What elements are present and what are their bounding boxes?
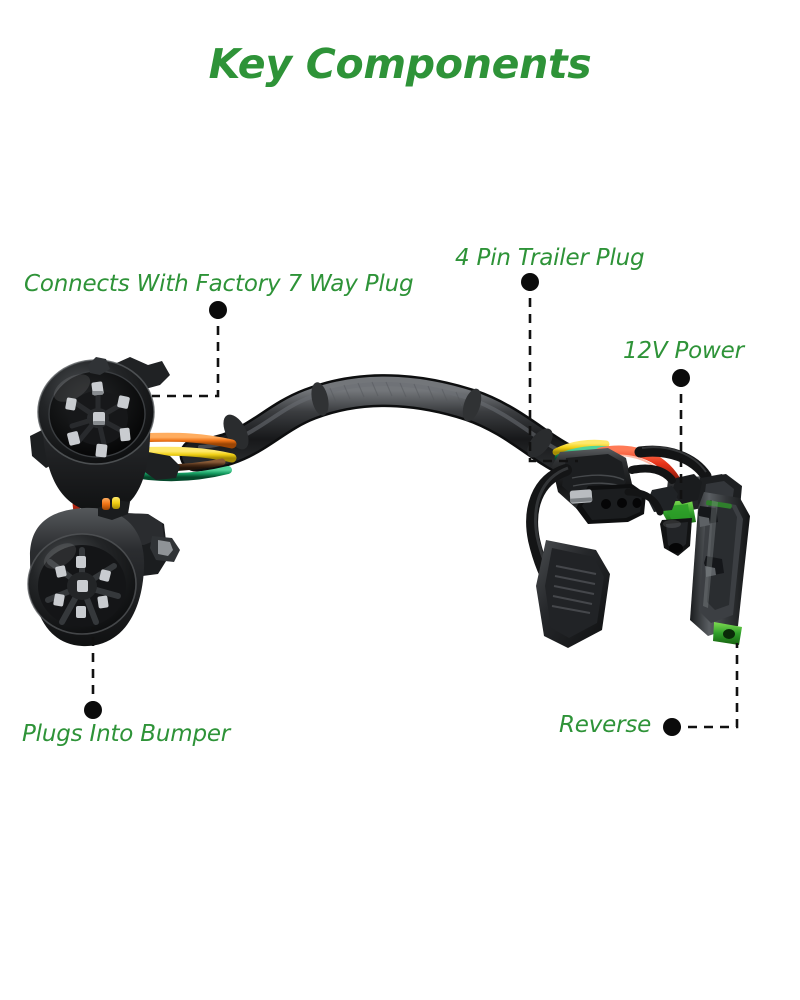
callout-label-12v-power: 12V Power [623,338,744,364]
page-title: Key Components [208,40,592,88]
round-7way-male-plug [27,497,180,647]
reverse-connector [634,445,750,645]
secondary-leads [624,464,676,516]
sleeved-main-harness [179,374,583,477]
callout-label-reverse: Reverse [559,712,652,738]
4-pin-flat-connector [526,439,681,648]
callout-label-connects-with-factory-7-way-plug: Connects With Factory 7 Way Plug [24,271,414,297]
callout-label-4-pin-trailer-plug: 4 Pin Trailer Plug [455,245,645,271]
round-7way-female-socket [30,357,180,514]
callout-label-plugs-into-bumper: Plugs Into Bumper [22,721,231,747]
